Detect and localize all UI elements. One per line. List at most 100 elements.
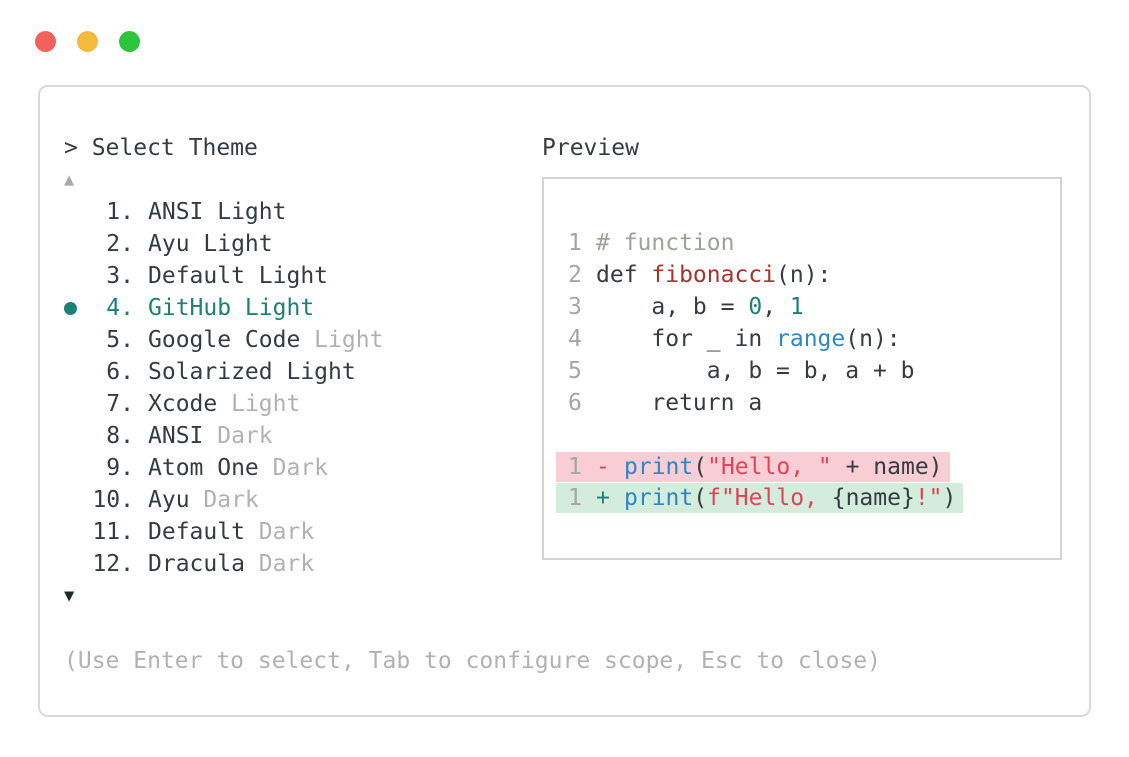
theme-number: 10.	[92, 487, 134, 513]
theme-number: 8.	[106, 423, 134, 449]
theme-number: 6.	[106, 359, 134, 385]
zoom-window-button[interactable]	[119, 31, 140, 52]
theme-variant: Dark	[244, 551, 315, 577]
code-token: print	[624, 485, 694, 511]
line-number: 6	[568, 390, 582, 416]
theme-variant: Dark	[189, 487, 259, 513]
theme-item-google-code-light[interactable]: 5. Google Code Light	[64, 324, 383, 356]
theme-selector-column: > Select Theme ▲ 1. ANSI Light 2. Ayu Li…	[64, 132, 383, 612]
code-line: 2 def fibonacci (n):	[568, 259, 1060, 291]
theme-name: Default	[148, 519, 245, 545]
code-line: 6 return a	[568, 387, 1060, 419]
code-token: range	[776, 326, 846, 352]
code-line: 3 a, b = 0 , 1	[568, 291, 1060, 323]
selection-marker	[64, 516, 92, 548]
selection-marker	[64, 484, 92, 516]
theme-name: Atom One	[148, 455, 259, 481]
selected-dot-icon	[64, 301, 77, 315]
selection-marker	[64, 420, 92, 452]
selection-marker	[64, 356, 92, 388]
line-number: 1	[568, 230, 582, 256]
theme-name: Google Code	[148, 327, 301, 353]
preview-column: Preview 1 # function 2 def fibonacci (n)…	[542, 132, 1062, 560]
scroll-down-icon[interactable]: ▼	[64, 586, 75, 606]
theme-variant: Dark	[203, 423, 273, 449]
selection-marker	[64, 548, 92, 580]
theme-name: ANSI Light	[148, 199, 287, 225]
theme-item-solarized-light[interactable]: 6. Solarized Light	[64, 356, 383, 388]
preview-code-box: 1 # function 2 def fibonacci (n): 3 a, b…	[542, 177, 1062, 560]
code-token: (n):	[776, 262, 832, 288]
selection-marker	[64, 324, 92, 356]
code-token: a, b =	[596, 294, 749, 320]
diff-removed-line: 1 - print ( "Hello, " + name)	[556, 452, 950, 482]
scroll-up-icon[interactable]: ▲	[64, 170, 75, 190]
theme-name: Dracula	[148, 551, 245, 577]
theme-item-xcode-light[interactable]: 7. Xcode Light	[64, 388, 383, 420]
prompt-title: > Select Theme	[64, 135, 258, 161]
line-number: 2	[568, 262, 582, 288]
diff-minus-sign: -	[596, 454, 610, 480]
line-number: 5	[568, 358, 582, 384]
theme-item-default-dark[interactable]: 11. Default Dark	[64, 516, 383, 548]
theme-name: Ayu	[148, 487, 190, 513]
code-token: 1	[789, 294, 804, 320]
theme-item-atom-one-dark[interactable]: 9. Atom One Dark	[64, 452, 383, 484]
theme-name: GitHub Light	[148, 295, 315, 321]
theme-selector-panel: > Select Theme ▲ 1. ANSI Light 2. Ayu Li…	[38, 85, 1091, 717]
code-token: a, b = b, a + b	[596, 358, 915, 384]
line-number: 1	[568, 454, 582, 480]
selection-marker	[64, 260, 92, 292]
theme-item-ansi-light[interactable]: 1. ANSI Light	[64, 196, 383, 228]
selection-marker	[64, 452, 92, 484]
theme-name: ANSI	[148, 423, 204, 449]
theme-number: 11.	[92, 519, 134, 545]
theme-list: 1. ANSI Light 2. Ayu Light 3. Default Li…	[64, 196, 383, 580]
selection-marker	[64, 388, 92, 420]
theme-name: Xcode	[148, 391, 218, 417]
theme-variant: Dark	[244, 519, 315, 545]
code-token: {name}	[831, 485, 915, 511]
code-line: 1 # function	[568, 227, 1060, 259]
diff-added-line: 1 + print ( f"Hello, {name} !" )	[556, 483, 964, 513]
line-number: 4	[568, 326, 582, 352]
theme-variant: Light	[300, 327, 384, 353]
theme-item-default-light[interactable]: 3. Default Light	[64, 260, 383, 292]
code-line: 5 a, b = b, a + b	[568, 355, 1060, 387]
close-window-button[interactable]	[35, 31, 56, 52]
theme-item-ayu-dark[interactable]: 10. Ayu Dark	[64, 484, 383, 516]
theme-number: 7.	[106, 391, 134, 417]
theme-number: 3.	[106, 263, 134, 289]
minimize-window-button[interactable]	[77, 31, 98, 52]
blank-line	[568, 419, 1060, 451]
code-token: return a	[596, 390, 763, 416]
theme-variant: Dark	[258, 455, 329, 481]
code-token: fibonacci	[651, 262, 777, 288]
theme-item-github-light-selected[interactable]: 4. GitHub Light	[64, 292, 383, 324]
theme-name: Default Light	[148, 263, 329, 289]
keyboard-hint: (Use Enter to select, Tab to configure s…	[64, 648, 881, 674]
window-controls	[35, 31, 140, 52]
code-token: (	[693, 454, 708, 480]
code-token: 0	[748, 294, 763, 320]
theme-number: 5.	[106, 327, 134, 353]
selection-marker	[64, 292, 92, 324]
code-token: def	[596, 262, 652, 288]
code-line: 4 for _ in range (n):	[568, 323, 1060, 355]
theme-item-ayu-light[interactable]: 2. Ayu Light	[64, 228, 383, 260]
code-token: !"	[914, 485, 943, 511]
line-number: 1	[568, 485, 582, 511]
theme-item-dracula-dark[interactable]: 12. Dracula Dark	[64, 548, 383, 580]
theme-variant: Light	[217, 391, 301, 417]
preview-title: Preview	[542, 135, 639, 161]
code-token: ,	[762, 294, 790, 320]
theme-number: 1.	[106, 199, 134, 225]
code-token: )	[942, 485, 957, 511]
code-token: # function	[596, 230, 735, 256]
theme-number: 2.	[106, 231, 134, 257]
theme-item-ansi-dark[interactable]: 8. ANSI Dark	[64, 420, 383, 452]
selection-marker	[64, 228, 92, 260]
line-number: 3	[568, 294, 582, 320]
selection-marker	[64, 196, 92, 228]
theme-number: 4.	[106, 295, 134, 321]
